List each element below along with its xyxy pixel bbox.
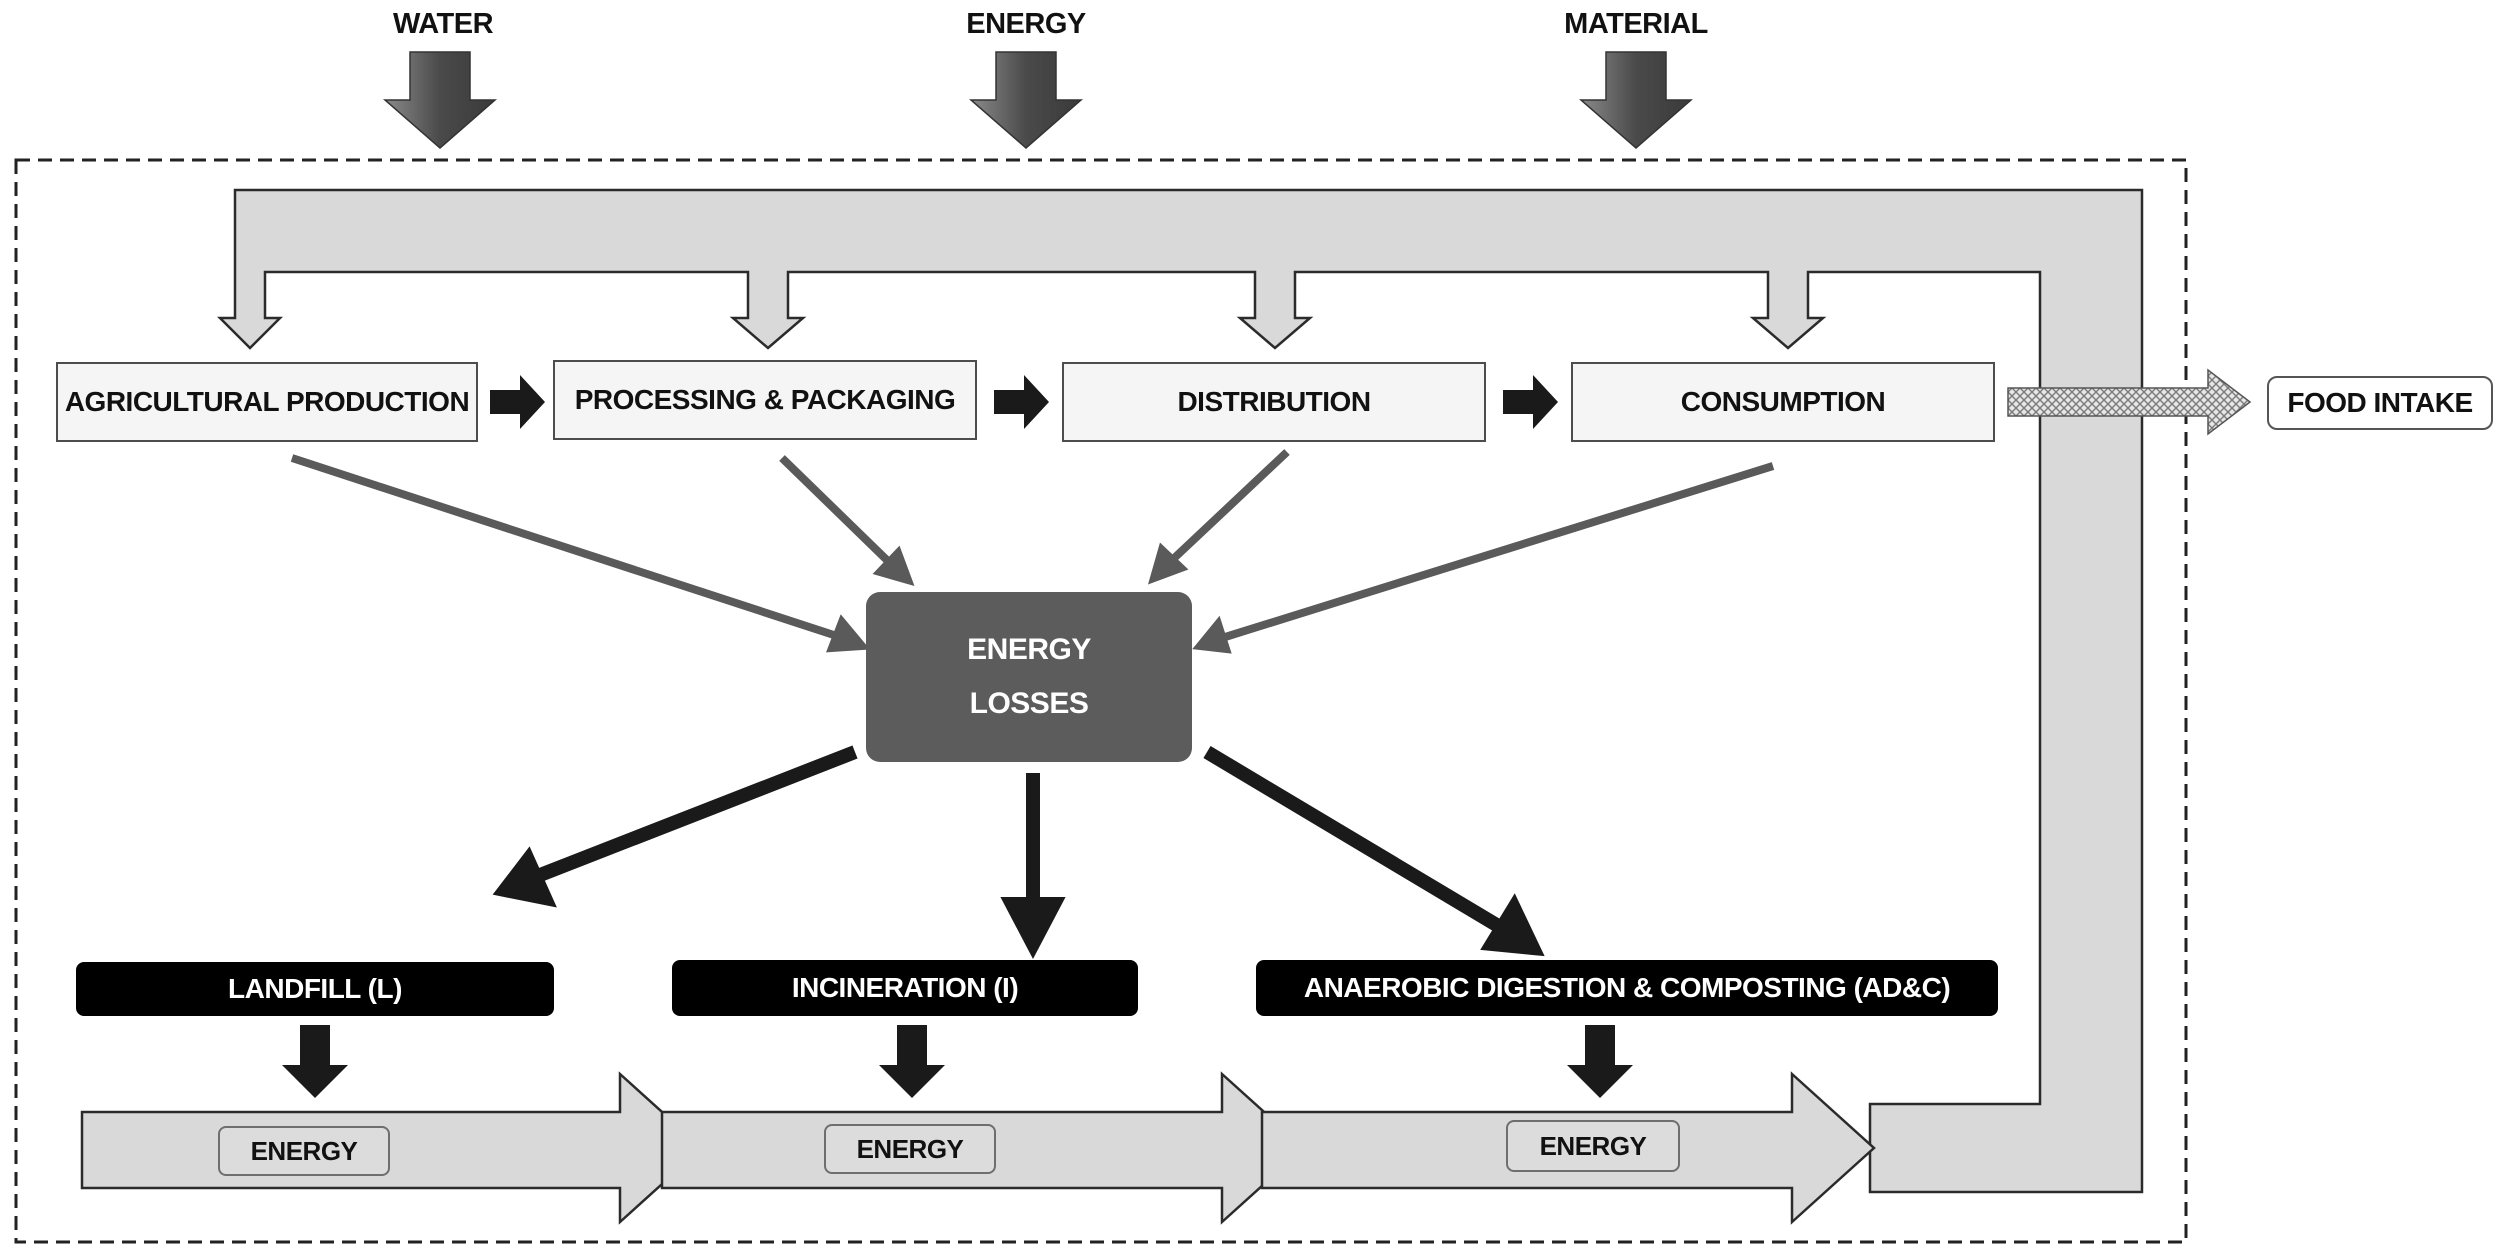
energy-recovery-arrows [282, 1025, 1633, 1098]
energy-losses-box: ENERGY LOSSES [866, 592, 1192, 762]
energy-losses-line2: LOSSES [969, 687, 1089, 720]
system-boundary [14, 158, 2188, 1244]
incineration-box: INCINERATION (I) [672, 960, 1138, 1016]
stage-consumption: CONSUMPTION [1571, 362, 1995, 442]
energy-output-incineration: ENERGY [824, 1124, 996, 1174]
material-input-arrow [1579, 51, 1693, 149]
landfill-box: LANDFILL (L) [76, 962, 554, 1016]
input-label-material: MATERIAL [1564, 8, 1708, 40]
energy-recirculation-loop [216, 188, 2144, 1194]
treatment-arrows [492, 745, 1545, 960]
chain-arrow-3 [1503, 375, 1558, 429]
energy-losses-line1: ENERGY [967, 633, 1091, 666]
stage-agricultural-production: AGRICULTURAL PRODUCTION [56, 362, 478, 442]
energy-output-anaerobic: ENERGY [1506, 1120, 1680, 1172]
food-intake-arrow [2007, 368, 2252, 436]
anaerobic-digestion-box: ANAEROBIC DIGESTION & COMPOSTING (AD&C) [1256, 960, 1998, 1016]
loss-arrows [290, 449, 1775, 654]
food-intake-box: FOOD INTAKE [2267, 376, 2493, 430]
stage-distribution: DISTRIBUTION [1062, 362, 1486, 442]
chain-arrow-1 [490, 375, 545, 429]
energy-output-landfill: ENERGY [218, 1126, 390, 1176]
input-label-water: WATER [392, 8, 494, 40]
water-input-arrow [383, 51, 497, 149]
stage-processing-packaging: PROCESSING & PACKAGING [553, 360, 977, 440]
chain-arrow-2 [994, 375, 1049, 429]
energy-flow-arrow-1 [80, 1071, 704, 1225]
energy-input-arrow [969, 51, 1083, 149]
input-label-energy: ENERGY [966, 8, 1086, 40]
